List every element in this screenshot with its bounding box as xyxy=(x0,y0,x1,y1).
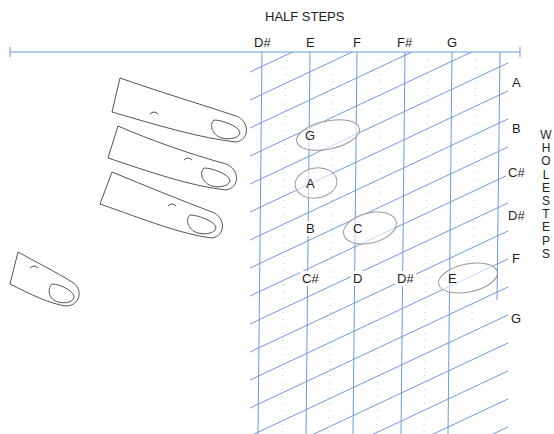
note-label: D xyxy=(351,271,364,286)
finger-position: A xyxy=(294,167,338,199)
note-label: E xyxy=(304,35,317,50)
note-label: A xyxy=(306,176,315,191)
note-label: D# xyxy=(252,35,273,50)
note-label: C xyxy=(353,221,362,236)
note-label: C# xyxy=(300,271,321,286)
note-label: G xyxy=(445,35,459,50)
note-label: E xyxy=(448,271,457,286)
finger-pad-outline xyxy=(295,120,361,150)
finger-pad-outline xyxy=(342,212,398,244)
note-label: F# xyxy=(395,35,414,50)
note-label: D# xyxy=(506,208,527,223)
note-label: C# xyxy=(506,165,527,180)
note-label: G xyxy=(509,311,523,326)
note-label: F xyxy=(351,35,363,50)
fingers xyxy=(10,78,247,306)
note-label: B xyxy=(304,221,317,236)
finger-position: G xyxy=(295,120,361,150)
note-label: F xyxy=(510,251,522,266)
finger-position: E xyxy=(437,263,499,293)
axis-title: WHOLE STEPS xyxy=(538,129,554,261)
finger-pad-outline xyxy=(294,167,338,199)
note-label: D# xyxy=(395,271,416,286)
note-label: A xyxy=(510,75,523,90)
note-label: G xyxy=(305,128,315,143)
note-label: B xyxy=(510,121,523,136)
finger-position: C xyxy=(342,212,398,244)
axis-title: HALF STEPS xyxy=(263,9,346,24)
finger-pad-outline xyxy=(437,263,499,293)
